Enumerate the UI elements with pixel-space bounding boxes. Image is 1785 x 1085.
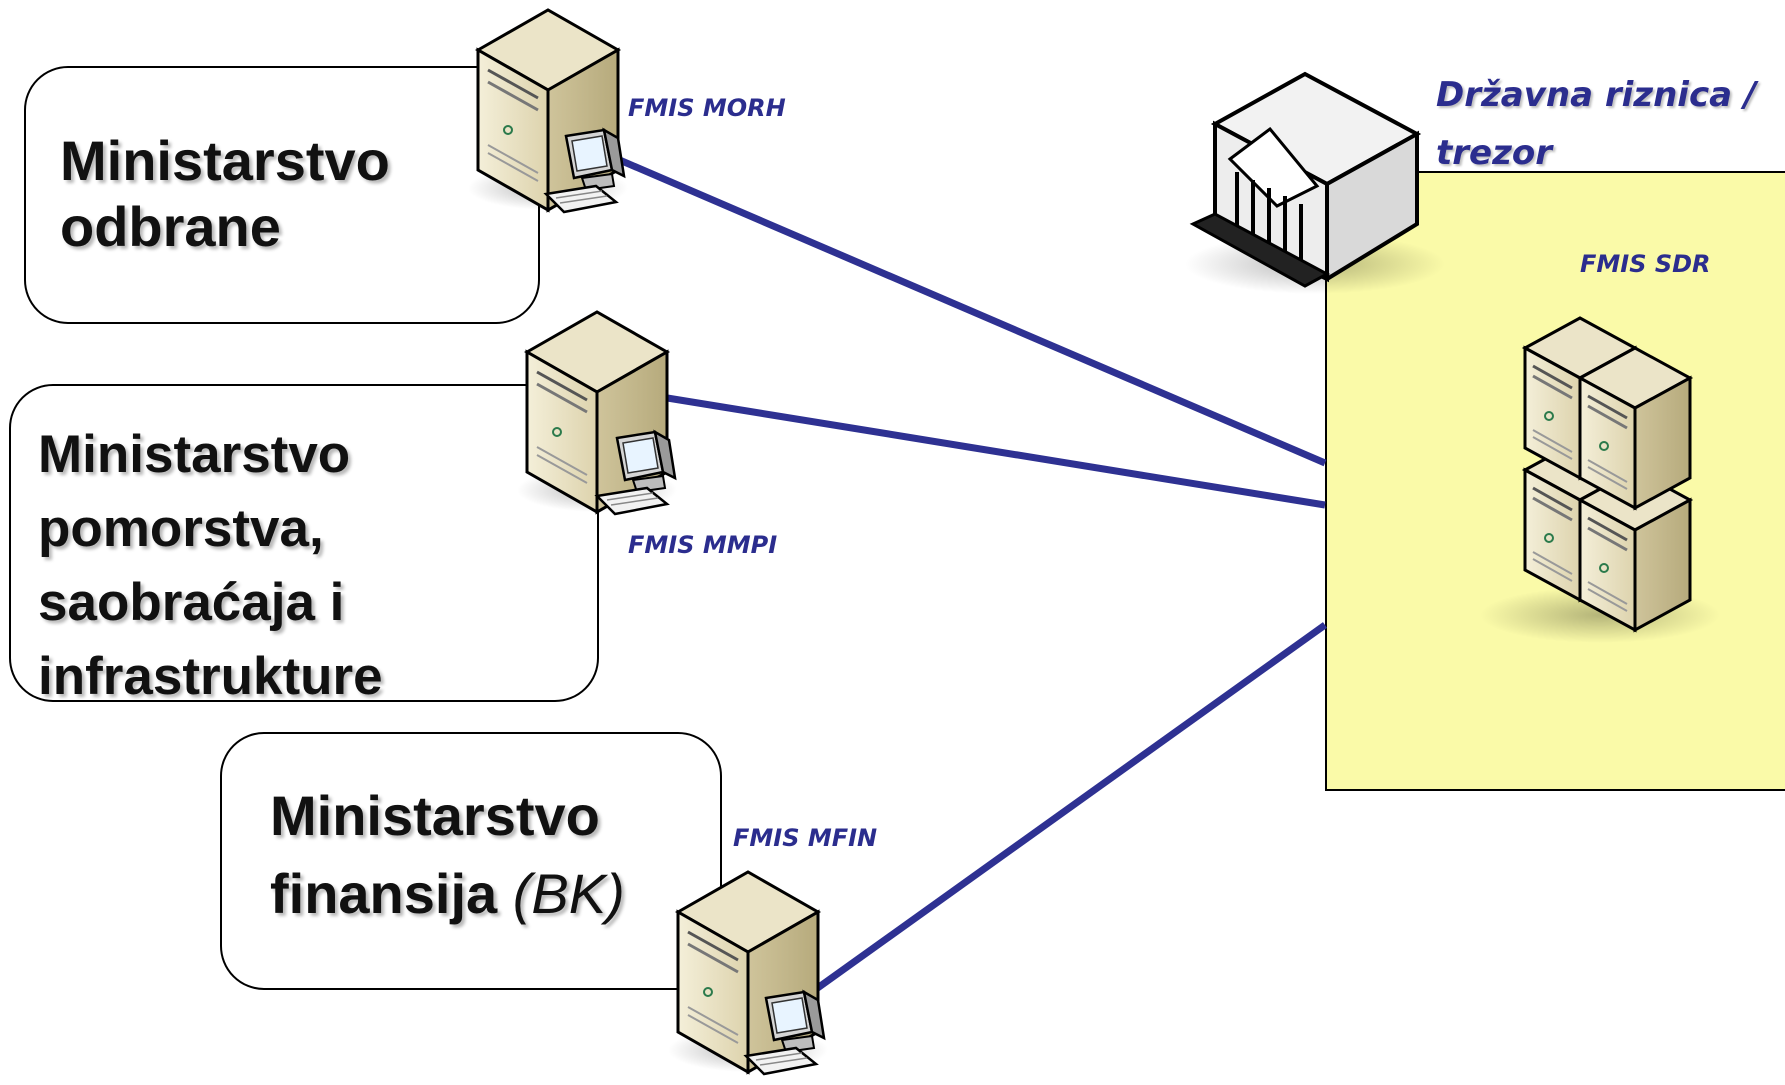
ministry-finance-line-1: Ministarstvo xyxy=(270,784,600,847)
treasury-title-line-1: Državna riznica / xyxy=(1436,75,1757,115)
connector-mfin xyxy=(802,622,1328,1000)
ministry-finance-suffix: (BK) xyxy=(512,862,625,925)
treasury-title-line-2: trezor xyxy=(1436,133,1552,173)
ministry-defense-line-1: Ministarstvo xyxy=(60,129,390,192)
bank-building-icon xyxy=(1185,71,1445,294)
ministry-label-defense: Ministarstvo odbrane xyxy=(60,128,390,260)
ministry-maritime-line-1: Ministarstvo xyxy=(38,425,351,484)
ministry-box-maritime xyxy=(9,384,599,702)
ministry-label-maritime: Ministarstvo pomorstva, saobraćaja i inf… xyxy=(38,418,383,714)
connector-morh xyxy=(613,154,1327,467)
connector-mmpi xyxy=(654,392,1326,509)
treasury-title: Državna riznica / trezor xyxy=(1436,66,1756,182)
ministry-maritime-line-3: saobraćaja i xyxy=(38,573,345,632)
ministry-finance-line-2: finansija (BK) xyxy=(270,855,625,933)
ministry-label-finance: Ministarstvo finansija (BK) xyxy=(270,777,625,933)
ministry-box-defense xyxy=(24,66,540,324)
workstation-server-icon xyxy=(466,8,630,214)
fmis-label-morh: FMIS MORH xyxy=(628,94,786,122)
ministry-maritime-line-4: infrastrukture xyxy=(38,647,383,706)
ministry-maritime-line-2: pomorstva, xyxy=(38,499,324,558)
ministry-finance-line-2-main: finansija xyxy=(270,862,498,925)
server-cluster-icon xyxy=(1480,316,1720,643)
fmis-label-sdr: FMIS SDR xyxy=(1580,250,1711,278)
fmis-label-mfin: FMIS MFIN xyxy=(733,824,878,852)
ministry-box-finance xyxy=(220,732,722,990)
ministry-defense-line-2: odbrane xyxy=(60,195,281,258)
workstation-server-icon xyxy=(666,870,830,1076)
fmis-label-mmpi: FMIS MMPI xyxy=(628,531,778,559)
workstation-server-icon xyxy=(515,310,679,516)
